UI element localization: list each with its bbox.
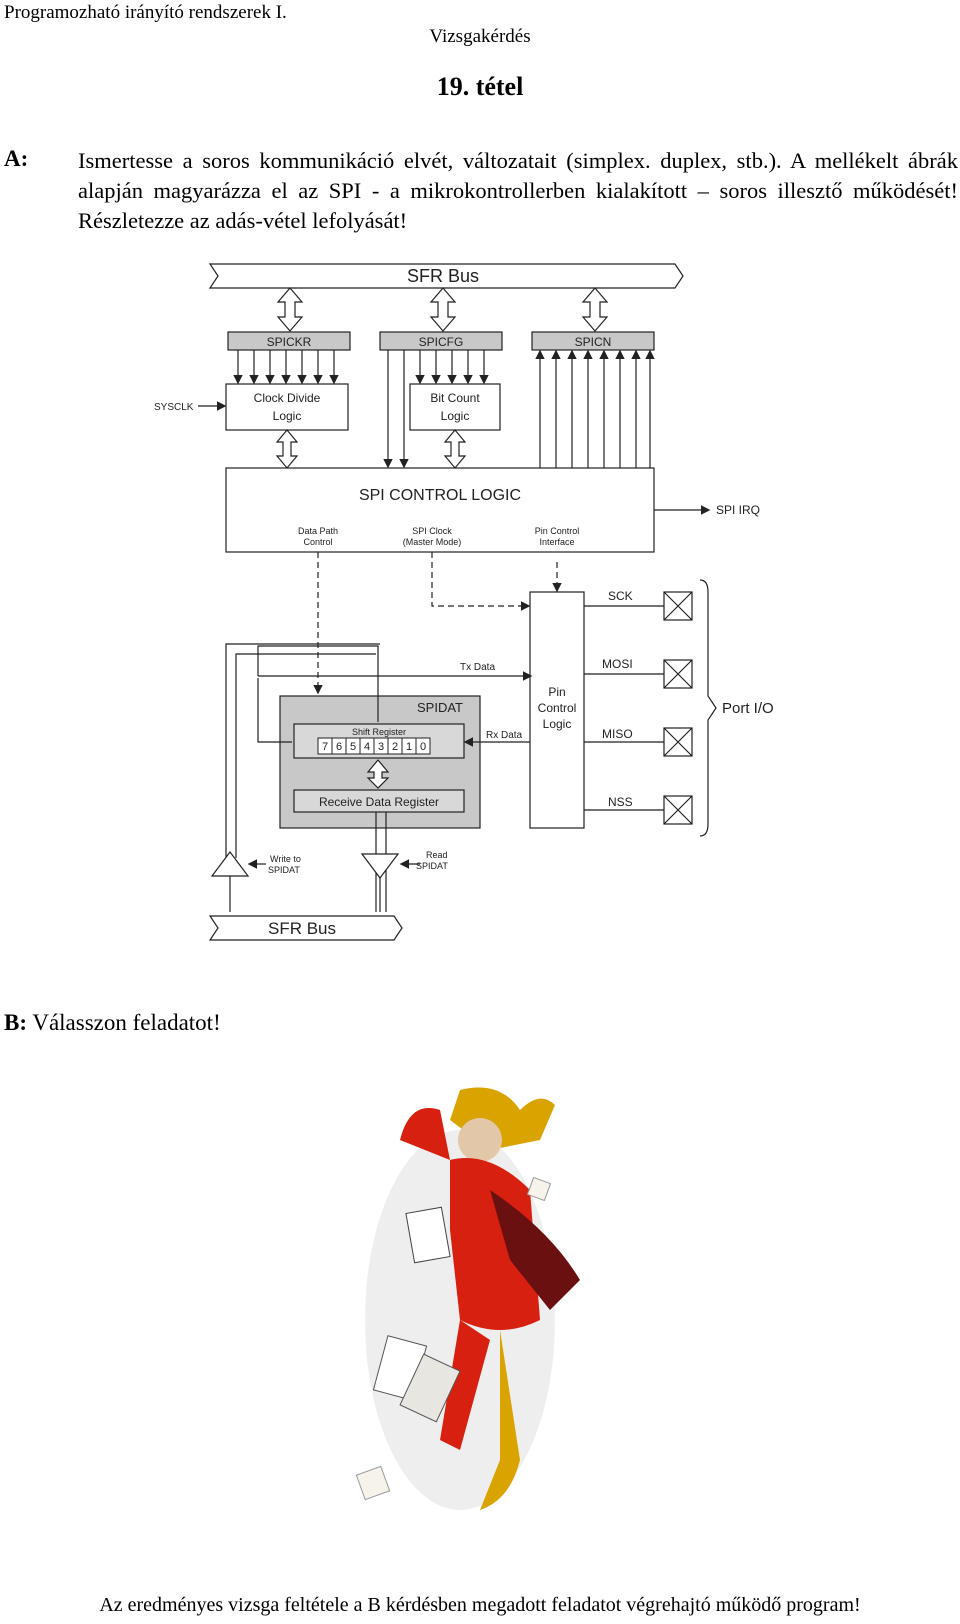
- read-buffer-triangle: [360, 853, 400, 879]
- bit-label: 3: [378, 741, 384, 753]
- pin-control-label-1: Pin Control: [535, 526, 580, 536]
- miso-label: MISO: [602, 727, 633, 741]
- dashed-spiclock: [431, 552, 531, 611]
- shift-register-label: Shift Register: [352, 727, 406, 737]
- receive-register-box: [293, 789, 465, 813]
- bit-label: 0: [420, 741, 426, 753]
- mosi-label: MOSI: [602, 657, 633, 671]
- spicn-register: [531, 331, 655, 351]
- port-io-label: Port I/O: [722, 700, 774, 717]
- bit-label: 1: [406, 741, 412, 753]
- question-a-text: Ismertesse a soros kommunikáció elvét, v…: [78, 148, 958, 233]
- data-path-label-1: Data Path: [298, 526, 338, 536]
- read-label-1: Read: [426, 850, 448, 860]
- write-label-2: SPIDAT: [268, 865, 300, 875]
- clock-divide-label-1: Clock Divide: [254, 391, 321, 405]
- spickr-label: SPICKR: [267, 335, 312, 349]
- spidat-label: SPIDAT: [417, 700, 463, 715]
- bus-arrow-spicn: [581, 287, 609, 332]
- spi-irq-label: SPI IRQ: [716, 503, 760, 517]
- pin-logic-label-2: Control: [538, 701, 577, 715]
- spi-control-logic-label: SPI CONTROL LOGIC: [359, 487, 521, 504]
- receive-register-label: Receive Data Register: [319, 795, 439, 809]
- sfr-bus-top-label: SFR Bus: [407, 266, 479, 286]
- bit-count-label-1: Bit Count: [430, 391, 480, 405]
- spickr-register: [227, 331, 351, 351]
- write-buffer-triangle: [210, 851, 250, 877]
- clock-divide-box: [225, 383, 349, 431]
- write-label-1: Write to: [270, 854, 301, 864]
- arrow-bitcount-control: [443, 429, 467, 469]
- jester-illustration: [355, 1087, 580, 1510]
- bit-cell: [415, 737, 431, 755]
- data-path-label-2: Control: [303, 537, 332, 547]
- bus-arrow-spickr: [276, 287, 304, 332]
- footer-note: Az eredményes vizsga feltétele a B kérdé…: [99, 1594, 861, 1616]
- sck-label: SCK: [608, 589, 633, 603]
- pin-control-label-2: Interface: [539, 537, 574, 547]
- tx-data-label: Tx Data: [460, 662, 495, 673]
- bit-label: 7: [322, 741, 328, 753]
- spicn-label: SPICN: [575, 335, 612, 349]
- spicfg-register: [379, 331, 503, 351]
- bit-count-label-2: Logic: [441, 409, 470, 423]
- spicfg-label: SPICFG: [419, 335, 464, 349]
- question-b: B: Válasszon feladatot!: [4, 1010, 221, 1036]
- sfr-bus-top-shape: [208, 263, 684, 289]
- exam-header: Vizsgakérdés: [429, 26, 531, 47]
- bit-label: 2: [392, 741, 398, 753]
- clock-divide-label-2: Logic: [273, 409, 302, 423]
- question-a-label: A:: [4, 146, 29, 171]
- bus-arrow-spicfg: [429, 287, 457, 332]
- bit-label: 4: [364, 741, 370, 753]
- bit-label: 6: [336, 741, 342, 753]
- question-b-label: B:: [4, 1010, 27, 1035]
- question-b-text: Válasszon feladatot!: [32, 1010, 221, 1035]
- spi-clock-label-1: SPI Clock: [412, 526, 452, 536]
- rx-data-label: Rx Data: [486, 730, 523, 741]
- spi-control-logic-box: [225, 467, 655, 553]
- arrow-clock-control: [275, 429, 299, 469]
- nss-label: NSS: [608, 795, 633, 809]
- bit-label: 5: [350, 741, 356, 753]
- sfr-bus-bottom-label: SFR Bus: [268, 919, 336, 938]
- sysclk-label: SYSCLK: [154, 402, 194, 413]
- port-io-brace: [699, 579, 717, 837]
- course-header: Programozható irányító rendszerek I.: [4, 2, 287, 23]
- sfr-bus-bottom-shape: [208, 915, 403, 941]
- spi-clock-label-2: (Master Mode): [403, 537, 462, 547]
- read-label-2: SPIDAT: [416, 861, 448, 871]
- page-title: 19. tétel: [436, 72, 524, 101]
- spi-block-diagram: SFR Bus SPICKR SPICFG SPICN SYSCLK Clock…: [154, 263, 774, 941]
- pin-logic-label-3: Logic: [543, 717, 572, 731]
- pin-logic-label-1: Pin: [548, 685, 565, 699]
